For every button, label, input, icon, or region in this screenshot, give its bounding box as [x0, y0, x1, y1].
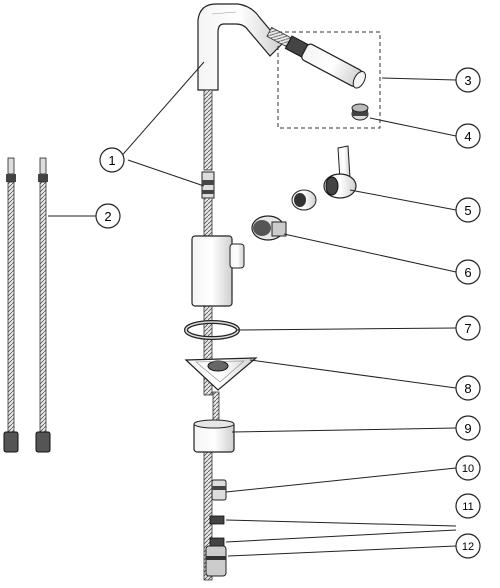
mounting-plate — [184, 357, 258, 391]
leader-lines — [48, 61, 457, 557]
lever-handle — [323, 145, 357, 199]
callout-7: 7 — [455, 315, 481, 341]
cartridge — [251, 215, 287, 241]
callout-3: 3 — [455, 67, 481, 93]
svg-text:7: 7 — [464, 321, 471, 336]
svg-text:2: 2 — [104, 209, 111, 224]
svg-text:9: 9 — [464, 421, 471, 436]
aerator — [351, 103, 369, 121]
callout-10: 10 — [455, 455, 481, 481]
callout-12: 12 — [455, 533, 481, 559]
pull-down-hose — [201, 89, 215, 581]
hose-weight — [205, 545, 227, 577]
svg-text:10: 10 — [462, 463, 474, 475]
callout-2: 2 — [95, 203, 121, 229]
hose-connector — [211, 479, 227, 501]
pull-out-spray-assembly — [266, 26, 381, 129]
callout-5: 5 — [455, 197, 481, 223]
svg-text:4: 4 — [464, 129, 471, 144]
svg-text:5: 5 — [464, 203, 471, 218]
callout-4: 4 — [455, 123, 481, 149]
svg-text:8: 8 — [464, 381, 471, 396]
svg-text:1: 1 — [108, 153, 115, 168]
cartridge-cap — [291, 189, 317, 211]
svg-text:6: 6 — [464, 265, 471, 280]
spout-body — [197, 3, 283, 91]
callout-9: 9 — [455, 415, 481, 441]
svg-text:12: 12 — [462, 541, 474, 553]
supply-hoses — [3, 157, 51, 453]
callout-8: 8 — [455, 375, 481, 401]
callouts: 1 2 3 4 5 6 7 8 9 10 11 12 — [95, 67, 481, 559]
faucet-body — [191, 235, 245, 307]
svg-text:3: 3 — [464, 73, 471, 88]
svg-text:11: 11 — [462, 501, 473, 513]
callout-1: 1 — [99, 147, 125, 173]
mounting-nut — [193, 419, 235, 453]
callout-11: 11 — [455, 493, 481, 519]
callout-6: 6 — [455, 259, 481, 285]
